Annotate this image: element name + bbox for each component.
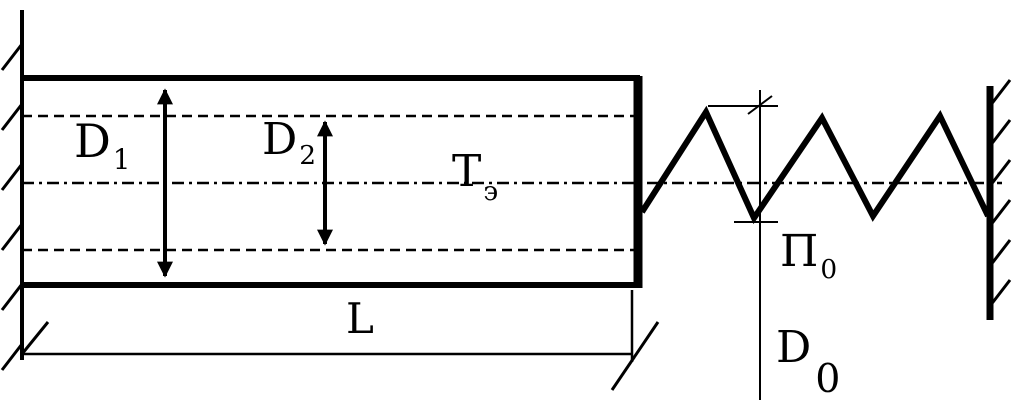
right-wall (986, 79, 1012, 320)
d2-label: D2 (262, 114, 317, 171)
length-dimension (22, 290, 660, 391)
left-wall (0, 10, 50, 371)
d1-label: D1 (74, 114, 131, 176)
length-label: L (346, 294, 374, 343)
cylinder-body (22, 75, 643, 288)
spring (639, 105, 991, 225)
te-label: Tэ (452, 146, 499, 207)
d0-label: D0 (776, 322, 841, 402)
spring-dimension (708, 90, 778, 400)
p0-label: П0 (780, 226, 838, 285)
